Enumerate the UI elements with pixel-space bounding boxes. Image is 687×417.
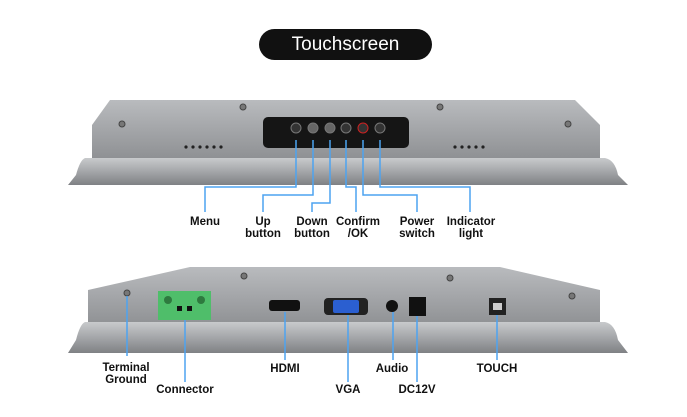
label-dc12v: DC12V	[398, 384, 436, 396]
terminal-connector	[158, 291, 211, 320]
power-button	[357, 122, 369, 134]
audio-port	[386, 300, 398, 312]
vent-dots-left	[184, 145, 223, 149]
top-bezel	[68, 158, 628, 185]
top-leader-lines	[204, 140, 471, 212]
label-connector: Connector	[156, 384, 214, 396]
up-button	[307, 122, 319, 134]
label-vga: VGA	[335, 384, 361, 396]
button-panel	[263, 117, 409, 148]
menu-button	[290, 122, 302, 134]
label-menu: Menu	[189, 216, 221, 228]
label-audio: Audio	[375, 363, 409, 375]
confirm-button	[340, 122, 352, 134]
label-hdmi: HDMI	[270, 363, 300, 375]
vent-dots-right	[453, 145, 485, 149]
dc12v-port	[409, 297, 426, 316]
bottom-device	[68, 267, 628, 382]
bottom-leader-lines	[126, 296, 498, 382]
label-confirm: Confirm/OK	[335, 216, 381, 240]
label-touch: TOUCH	[476, 363, 518, 375]
hdmi-port	[269, 300, 300, 311]
bottom-back-plate	[88, 267, 600, 325]
indicator-light	[374, 122, 386, 134]
down-button	[324, 122, 336, 134]
top-device	[68, 100, 628, 212]
title-badge: Touchscreen	[259, 29, 432, 60]
